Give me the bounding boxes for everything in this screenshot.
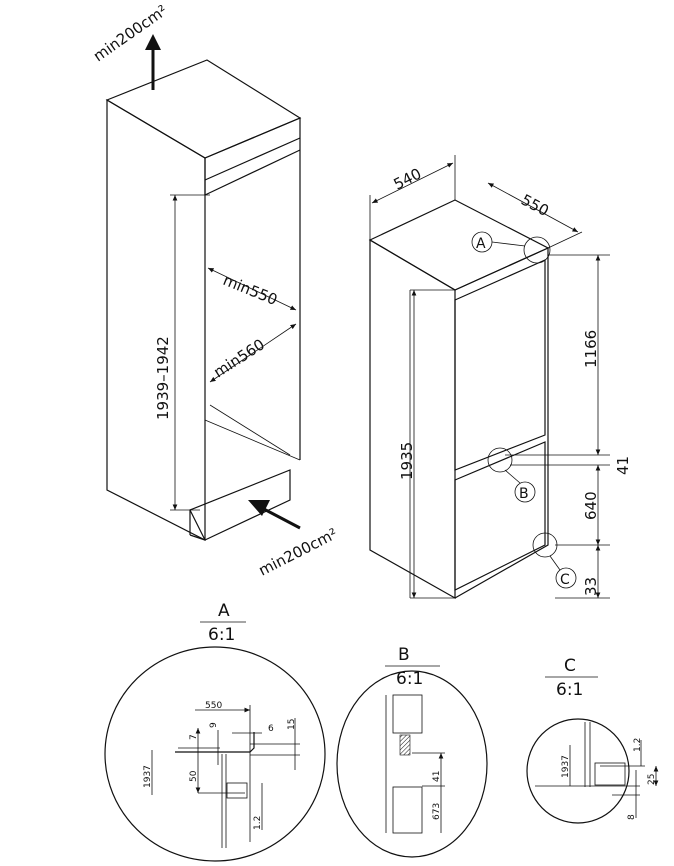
b-dim-41: 41 bbox=[432, 771, 442, 782]
a-dim-1-2: 1.2 bbox=[253, 816, 263, 830]
a-dim-50: 50 bbox=[189, 770, 199, 782]
cabinet-drawing: 1939–1942 min550 min560 min200cm² min200… bbox=[90, 1, 340, 579]
appliance-width-label: 540 bbox=[391, 165, 425, 194]
b-dim-673: 673 bbox=[432, 803, 442, 820]
appliance-drawing: 1935 540 550 1166 41 640 33 A B C bbox=[368, 155, 632, 600]
detail-a-scale: 6:1 bbox=[208, 625, 235, 645]
cabinet-depth-label: min550 bbox=[221, 271, 281, 309]
a-dim-1937: 1937 bbox=[143, 765, 153, 788]
c-dim-1-2: 1.2 bbox=[633, 738, 643, 752]
c-dim-8: 8 bbox=[627, 814, 637, 820]
detail-a-title: A bbox=[218, 601, 230, 621]
c-dim-1937: 1937 bbox=[561, 755, 571, 778]
upper-door-label: 1166 bbox=[582, 330, 600, 368]
a-dim-6: 6 bbox=[268, 724, 274, 734]
base-label: 33 bbox=[582, 577, 600, 596]
a-dim-550: 550 bbox=[205, 701, 222, 711]
lower-door-label: 640 bbox=[582, 491, 600, 520]
a-dim-7: 7 bbox=[189, 734, 199, 740]
cabinet-width-label: min560 bbox=[210, 335, 268, 381]
marker-a: A bbox=[476, 236, 486, 252]
gap-label: 41 bbox=[614, 456, 632, 475]
appliance-height-label: 1935 bbox=[398, 442, 416, 480]
detail-c-title: C bbox=[564, 656, 576, 676]
vent-bottom-arrow-icon bbox=[261, 506, 301, 530]
vent-bottom-label: min200cm² bbox=[256, 525, 341, 580]
cabinet-height-label: 1939–1942 bbox=[154, 336, 172, 420]
detail-b: B 6:1 41 673 bbox=[336, 645, 488, 858]
detail-a: A 6:1 550 7 50 9 6 15 1937 1.2 bbox=[104, 601, 326, 862]
detail-b-title: B bbox=[398, 645, 410, 665]
detail-c: C 6:1 1937 1.2 25 8 bbox=[526, 656, 659, 824]
c-dim-25: 25 bbox=[647, 774, 657, 785]
a-dim-15: 15 bbox=[287, 719, 297, 730]
marker-c: C bbox=[560, 572, 570, 588]
detail-c-scale: 6:1 bbox=[556, 680, 583, 700]
appliance-depth-label: 550 bbox=[518, 191, 552, 220]
vent-top-label: min200cm² bbox=[90, 1, 171, 65]
a-dim-9: 9 bbox=[209, 722, 219, 728]
detail-b-scale: 6:1 bbox=[396, 669, 423, 689]
marker-b: B bbox=[519, 486, 529, 502]
